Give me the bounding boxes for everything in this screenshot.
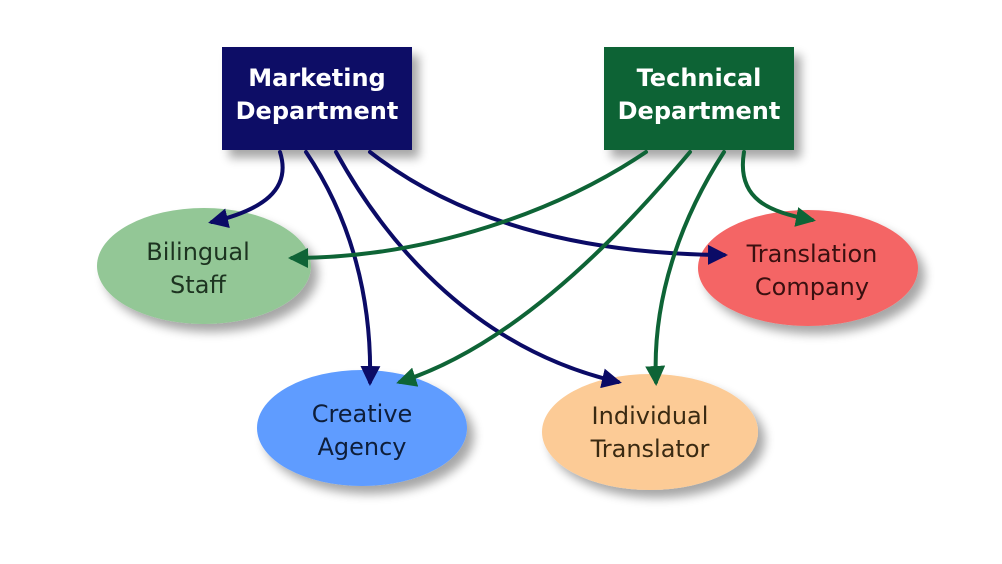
individual-translator-line2: Translator — [590, 435, 710, 463]
node-marketing-department: Marketing Department — [222, 47, 412, 150]
node-translation-company: Translation Company — [698, 210, 918, 326]
technical-department-line2: Department — [618, 97, 781, 125]
arrow-technical-to-translation — [740, 150, 816, 227]
bilingual-staff-shape — [97, 208, 311, 324]
arrow-technical-to-creative — [396, 150, 692, 387]
arrow-technical-to-bilingual — [288, 150, 648, 268]
node-technical-department: Technical Department — [604, 47, 794, 150]
node-creative-agency: Creative Agency — [257, 370, 467, 486]
technical-department-box — [604, 47, 794, 150]
node-individual-translator: Individual Translator — [542, 374, 758, 490]
marketing-department-line2: Department — [236, 97, 399, 125]
marketing-department-line1: Marketing — [248, 64, 385, 92]
technical-department-line1: Technical — [637, 64, 762, 92]
creative-agency-shape — [257, 370, 467, 486]
arrow-marketing-to-bilingual — [208, 150, 285, 228]
arrow-marketing-to-individual — [334, 150, 622, 389]
individual-translator-shape — [542, 374, 758, 490]
translation-company-line1: Translation — [746, 240, 878, 268]
marketing-department-box — [222, 47, 412, 150]
translation-company-shape — [698, 210, 918, 326]
creative-agency-line1: Creative — [312, 400, 413, 428]
creative-agency-line2: Agency — [317, 433, 406, 461]
individual-translator-line1: Individual — [592, 402, 709, 430]
node-bilingual-staff: Bilingual Staff — [97, 208, 311, 324]
bilingual-staff-line1: Bilingual — [146, 238, 250, 266]
technical-arrows — [288, 150, 816, 387]
translation-company-line2: Company — [755, 273, 869, 301]
arrow-marketing-to-creative — [304, 150, 381, 386]
arrow-technical-to-individual — [645, 150, 726, 386]
bilingual-staff-line2: Staff — [170, 271, 226, 299]
